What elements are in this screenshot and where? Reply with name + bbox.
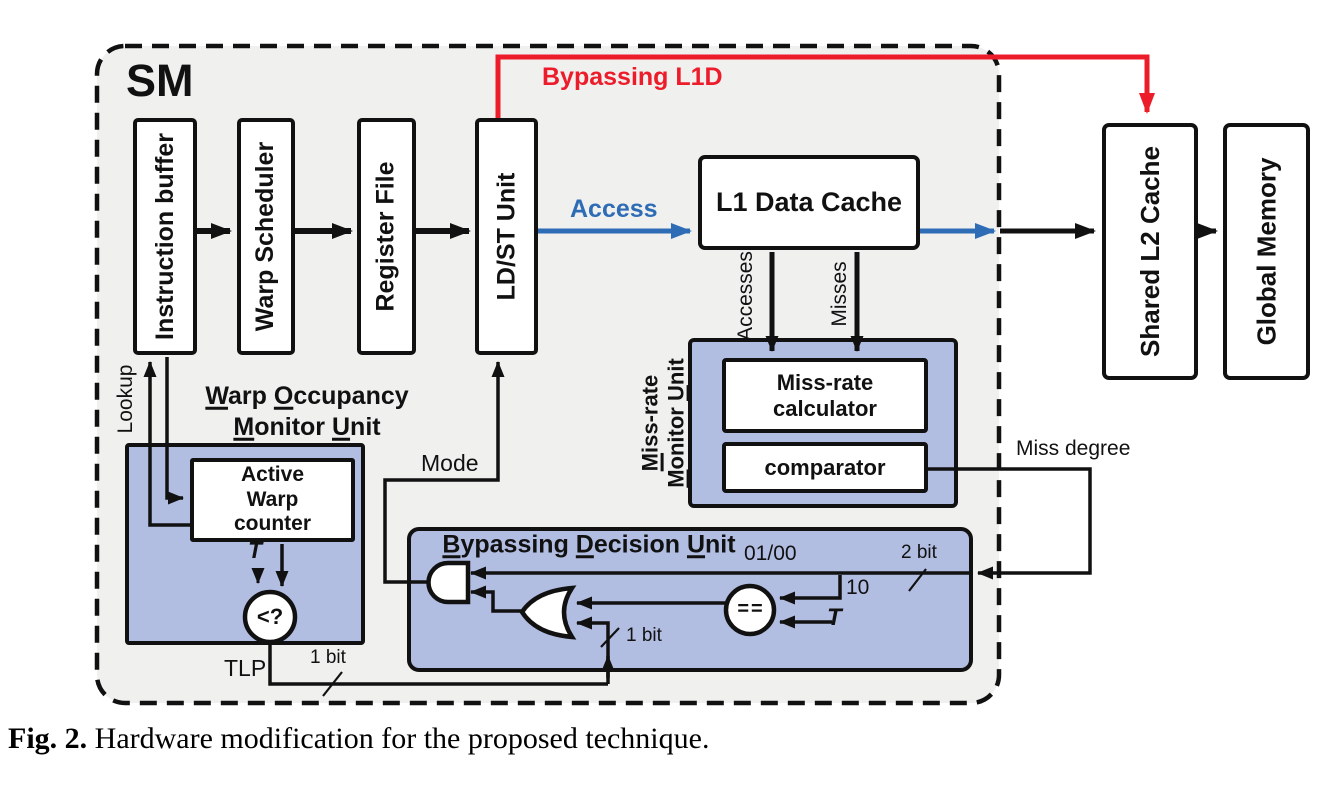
lookup-label: Lookup — [114, 364, 137, 434]
comparator-box: comparator — [722, 442, 928, 493]
two-bit-slash — [908, 568, 927, 592]
accesses-label: Accesses — [734, 251, 757, 341]
bypass-l1d-arrow — [495, 54, 1155, 118]
register-file-box: Register File — [357, 118, 416, 355]
ldst-unit-box: LD/ST Unit — [475, 118, 538, 355]
l1-data-cache-box: L1 Data Cache — [698, 155, 920, 250]
tlp-wire — [268, 644, 608, 686]
sm-title: SM — [126, 55, 194, 106]
two-bit-label: 2 bit — [901, 542, 937, 563]
mmu-side-label-line1: Miss-rate — [637, 374, 663, 472]
comparator-label: comparator — [764, 454, 886, 480]
mmu-side-label-line2: Monitor Unit — [664, 358, 689, 488]
figure-caption: Fig. 2. Hardware modification for the pr… — [8, 722, 709, 756]
mode-wire — [383, 361, 505, 584]
control-wires — [143, 357, 1092, 686]
one-bit-label-tlp: 1 bit — [310, 647, 346, 668]
active-warp-counter-label: Active Warp counter — [233, 462, 311, 536]
active-warp-counter-box: Active Warp counter — [190, 458, 355, 542]
instruction-buffer-box: Instruction buffer — [133, 118, 197, 355]
threshold-t-label-womu: T — [248, 537, 263, 563]
bus-width-slashes — [322, 568, 927, 697]
l1-data-cache-label: L1 Data Cache — [715, 187, 903, 217]
vals-01-00-label: 01/00 — [744, 542, 797, 565]
memory-arrows — [765, 223, 1218, 352]
one-bit-slash-or — [600, 627, 620, 648]
miss-rate-calculator-box: Miss-rate calculator — [722, 358, 928, 433]
less-than-text: <? — [256, 603, 284, 629]
bypassing-decision-unit-box — [407, 527, 973, 672]
buffer-to-counter-wire — [165, 357, 184, 505]
tlp-to-or-wire — [576, 616, 610, 684]
access-label: Access — [570, 195, 658, 223]
threshold-t-label-bdu: T — [827, 604, 842, 631]
misses-label: Misses — [828, 261, 851, 327]
womu-title-line2: Monitor Unit — [233, 413, 381, 441]
or-gate — [519, 585, 577, 640]
lookup-wire — [143, 361, 190, 527]
tlp-label: TLP — [224, 655, 267, 681]
val-10-label: 10 — [846, 576, 870, 599]
bdu-title: Bypassing Decision Unit — [442, 530, 736, 559]
less-than-comparator-circle — [242, 589, 298, 645]
or-to-and-wire — [470, 585, 524, 613]
warp-scheduler-box: Warp Scheduler — [237, 118, 295, 355]
bypassing-l1d-label: Bypassing L1D — [542, 63, 723, 91]
and-gate — [426, 560, 471, 605]
equality-comparator-circle — [723, 583, 777, 637]
miss-degree-wire — [928, 467, 1092, 580]
womu-title-line1: Warp Occupancy — [205, 381, 409, 410]
mmu-side-label: Miss-rate Monitor Unit — [638, 358, 691, 488]
shared-l2-cache-box: Shared L2 Cache — [1102, 123, 1198, 380]
one-bit-label-or: 1 bit — [626, 625, 662, 646]
miss-rate-calculator-label: Miss-rate calculator — [773, 369, 877, 421]
global-memory-box: Global Memory — [1223, 123, 1310, 380]
miss-degree-label: Miss degree — [1016, 437, 1131, 460]
mode-label: Mode — [421, 450, 479, 476]
val10-branch-wire — [779, 575, 842, 605]
womu-title: Warp Occupancy Monitor Unit — [205, 381, 408, 444]
figure-caption-prefix: Fig. 2. — [8, 722, 88, 755]
one-bit-slash-tlp — [322, 671, 343, 697]
figure-caption-text: Hardware modification for the proposed t… — [87, 722, 710, 755]
equality-text: == — [737, 598, 765, 620]
